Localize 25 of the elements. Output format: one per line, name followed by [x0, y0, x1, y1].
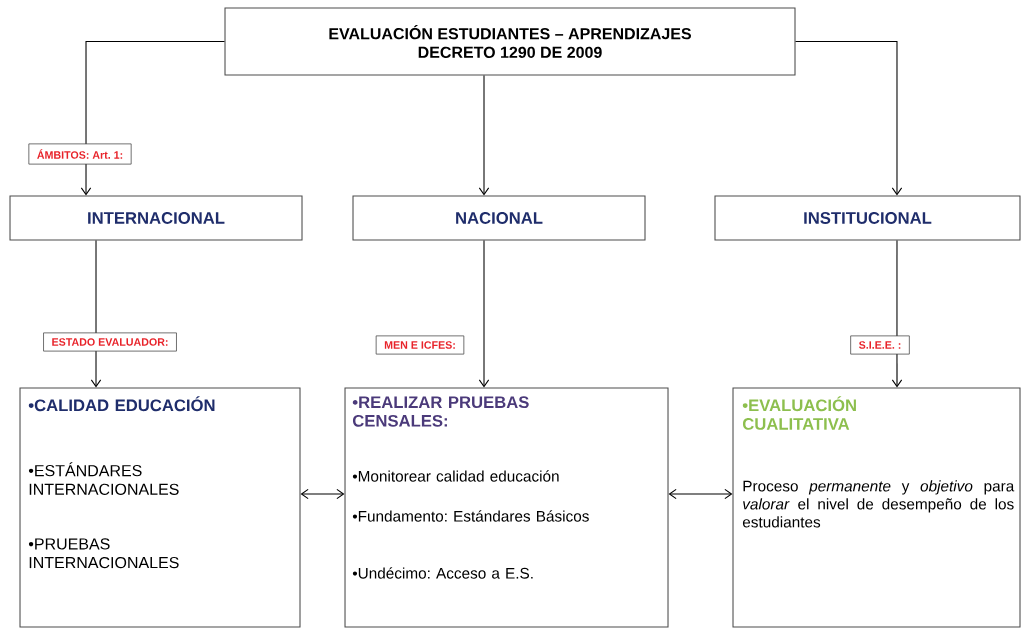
arrow	[668, 488, 733, 500]
bullet-heading: •REALIZAR PRUEBAS CENSALES:	[352, 396, 529, 427]
arrow	[90, 240, 102, 388]
bullet-heading: •CALIDAD EDUCACIÓN	[28, 396, 215, 412]
title-box: EVALUACIÓN ESTUDIANTES – APRENDIZAJES DECRETO 1290 DE 2009	[224, 7, 796, 76]
level-box: INTERNACIONAL	[9, 195, 303, 241]
bullet-item: •Undécimo: Acceso a E.S.	[352, 567, 533, 579]
arrow	[891, 240, 903, 388]
bullet-item: •Fundamento: Estándares Básicos	[352, 510, 589, 522]
bullet-item: •PRUEBAS INTERNACIONALES	[28, 538, 179, 569]
edge-label: S.I.E.E. :	[850, 335, 910, 355]
edge-label: ÁMBITOS: Art. 1:	[28, 143, 132, 165]
level-box: NACIONAL	[352, 195, 646, 241]
bullet-item: •ESTÁNDARES INTERNACIONALES	[28, 462, 179, 495]
edge-label: MEN E ICFES:	[375, 335, 465, 355]
paragraph: Proceso permanente y objetivo para valorar el nivel de desempeño de los estudiantes	[742, 480, 1015, 528]
arrow	[478, 240, 490, 388]
edge-label: ESTADO EVALUADOR:	[43, 332, 177, 352]
arrow	[795, 40, 903, 196]
bullet-item: •Monitorear calidad educación	[352, 470, 559, 482]
arrow	[478, 75, 490, 196]
arrow	[300, 488, 345, 500]
bullet-heading: •EVALUACIÓN CUALITATIVA	[742, 396, 856, 430]
level-box: INSTITUCIONAL	[714, 195, 1021, 241]
arrow	[80, 40, 225, 196]
